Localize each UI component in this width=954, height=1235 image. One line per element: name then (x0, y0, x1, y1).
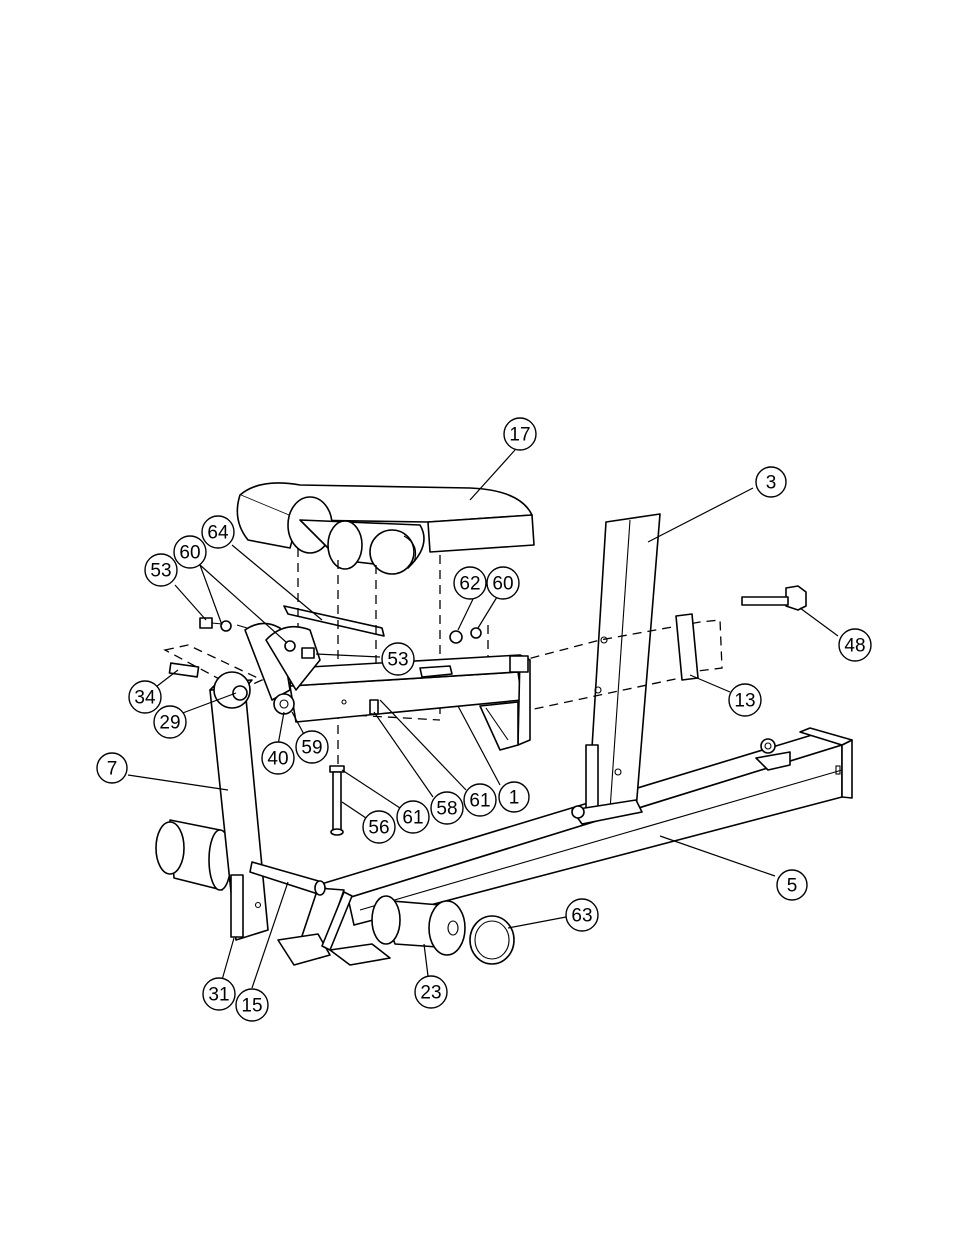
roller-pad-part-23 (371, 895, 466, 956)
callout-number: 40 (267, 749, 288, 770)
callout-circle (463, 783, 497, 817)
callout-number: 53 (387, 650, 408, 671)
callout-circle (235, 988, 269, 1022)
callout-circle (261, 741, 295, 775)
callout-c34: 34 (128, 680, 162, 714)
callout-number: 59 (301, 738, 322, 759)
callout-c3: 3 (755, 466, 787, 498)
callout-c31: 31 (202, 977, 236, 1011)
callout-c60b: 60 (486, 566, 520, 600)
callout-circle (202, 977, 236, 1011)
callout-circle (173, 535, 207, 569)
callout-c64: 64 (201, 515, 235, 549)
callout-circle (96, 752, 128, 784)
crossbar-part-15 (249, 861, 326, 896)
callout-number: 58 (436, 799, 457, 820)
upright-post-part-3 (571, 513, 661, 825)
callout-number: 17 (509, 425, 530, 446)
pin-part-34 (168, 662, 200, 678)
callout-c15: 15 (235, 988, 269, 1022)
callout-c58: 58 (430, 791, 464, 825)
callout-number: 31 (208, 985, 229, 1006)
callout-circle (430, 791, 464, 825)
callout-c53b: 53 (381, 642, 415, 676)
end-cap-part-63 (469, 915, 515, 965)
callout-number: 62 (459, 574, 480, 595)
callout-c1: 1 (498, 781, 530, 813)
callout-circle (838, 628, 872, 662)
callout-number: 5 (787, 876, 798, 897)
callout-number: 7 (107, 759, 118, 780)
callout-circle (295, 730, 329, 764)
callout-c53a: 53 (144, 553, 178, 587)
callout-number: 63 (571, 906, 592, 927)
callout-circle (503, 417, 537, 451)
callout-c63: 63 (565, 898, 599, 932)
callout-c60a: 60 (173, 535, 207, 569)
callout-c40: 40 (261, 741, 295, 775)
callout-circle (396, 800, 430, 834)
callout-c29: 29 (153, 705, 187, 739)
left-roller (155, 819, 232, 891)
leg-arm-part-7 (209, 671, 269, 941)
callout-circle (201, 515, 235, 549)
callout-c62: 62 (453, 566, 487, 600)
callout-circle (153, 705, 187, 739)
callout-circle (381, 642, 415, 676)
callout-c56: 56 (362, 810, 396, 844)
callout-c61a: 61 (463, 783, 497, 817)
callout-c5: 5 (776, 869, 808, 901)
callout-number: 60 (179, 543, 200, 564)
callout-circle (565, 898, 599, 932)
callout-c13: 13 (728, 683, 762, 717)
callout-c23: 23 (414, 975, 448, 1009)
callout-circle (414, 975, 448, 1009)
callout-number: 15 (241, 996, 262, 1017)
seat-bracket-part-64 (283, 605, 385, 637)
callout-circle (362, 810, 396, 844)
callout-number: 3 (766, 473, 777, 494)
callout-number: 13 (734, 691, 755, 712)
callout-circle (486, 566, 520, 600)
callout-number: 53 (150, 561, 171, 582)
callout-number: 64 (207, 523, 229, 544)
callout-c48: 48 (838, 628, 872, 662)
callout-number: 60 (492, 574, 513, 595)
callout-c7: 7 (96, 752, 128, 784)
callout-circle (144, 553, 178, 587)
pivot-plate (244, 622, 321, 715)
callout-number: 56 (368, 818, 389, 839)
callout-number: 23 (420, 983, 441, 1004)
callout-c17: 17 (503, 417, 537, 451)
front-feet (277, 887, 391, 966)
callout-c59: 59 (295, 730, 329, 764)
callout-circle (755, 466, 787, 498)
seat-pad-part-17 (236, 482, 535, 575)
callout-circle (453, 566, 487, 600)
callout-circle (776, 869, 808, 901)
callout-circle (728, 683, 762, 717)
callout-number: 61 (402, 808, 423, 829)
callout-number: 29 (159, 713, 180, 734)
base-frame-part-5 (317, 727, 853, 926)
callout-number: 1 (509, 788, 520, 809)
callout-number: 61 (469, 791, 490, 812)
callout-circle (128, 680, 162, 714)
callout-number: 34 (134, 688, 156, 709)
callout-circle (498, 781, 530, 813)
callout-c61b: 61 (396, 800, 430, 834)
callout-number: 48 (844, 636, 865, 657)
